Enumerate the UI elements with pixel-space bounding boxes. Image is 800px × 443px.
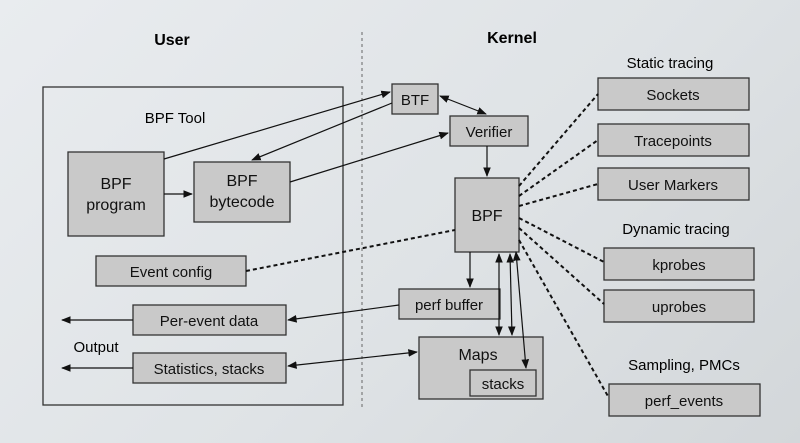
edge-bpf-maps-2 (506, 253, 516, 336)
kprobes-box: kprobes (603, 247, 755, 281)
uprobes-box: uprobes (603, 289, 755, 323)
bpf-tool-frame (42, 86, 344, 406)
bpf-bytecode-line2: bytecode (210, 194, 275, 211)
edge-bpf-stacks (512, 251, 530, 369)
dash-event-config-to-bpf (245, 229, 456, 272)
dash-bpf-to-tracepoints (518, 139, 599, 197)
output-label: Output (73, 339, 119, 356)
kernel-header: Kernel (487, 30, 537, 47)
btf-text: BTF (401, 92, 429, 109)
event-config-box: Event config (95, 255, 247, 287)
dash-bpf-to-kprobes (518, 217, 605, 263)
maps-text: Maps (458, 347, 497, 364)
tracepoints-box: Tracepoints (597, 123, 750, 157)
edge-btf-to-bytecode (251, 102, 393, 161)
btf-box: BTF (391, 83, 439, 115)
event-config-text: Event config (130, 264, 213, 281)
kprobes-text: kprobes (652, 257, 705, 274)
perf-events-box: perf_events (608, 383, 761, 417)
edge-perf-buffer-to-per-event (287, 304, 400, 323)
dynamic-tracing-label: Dynamic tracing (622, 221, 730, 238)
bpf-kernel-text: BPF (471, 208, 502, 225)
per-event-data-box: Per-event data (132, 304, 287, 336)
bpf-program-line2: program (86, 197, 146, 214)
perf-buffer-text: perf buffer (415, 297, 483, 314)
bpf-bytecode-box: BPF bytecode (193, 161, 291, 223)
user-markers-text: User Markers (628, 177, 718, 194)
sampling-pmcs-label: Sampling, PMCs (628, 357, 740, 374)
stacks-text: stacks (482, 376, 525, 393)
verifier-box: Verifier (449, 115, 529, 147)
edge-bytecode-to-verifier (289, 131, 449, 183)
stacks-box: stacks (469, 369, 537, 397)
dash-bpf-to-perf-events (518, 239, 610, 399)
statistics-stacks-text: Statistics, stacks (154, 361, 265, 378)
edge-btf-verifier (439, 95, 487, 115)
static-tracing-label: Static tracing (627, 55, 714, 72)
bpf-program-box: BPF program (67, 151, 165, 237)
bpf-tool-label: BPF Tool (145, 110, 206, 127)
verifier-text: Verifier (466, 124, 513, 141)
perf-events-text: perf_events (645, 393, 723, 410)
user-markers-box: User Markers (597, 167, 750, 201)
per-event-data-text: Per-event data (160, 313, 259, 330)
statistics-stacks-box: Statistics, stacks (132, 352, 287, 384)
sockets-text: Sockets (646, 87, 699, 104)
bpf-program-line1: BPF (100, 176, 131, 193)
uprobes-text: uprobes (652, 299, 706, 316)
bpf-kernel-box: BPF (454, 177, 520, 253)
dash-bpf-to-uprobes (518, 227, 605, 305)
dash-bpf-to-sockets (518, 93, 599, 187)
edge-maps-stats (287, 349, 418, 369)
user-header: User (154, 32, 190, 49)
sockets-box: Sockets (597, 77, 750, 111)
edge-program-to-btf (163, 90, 391, 160)
tracepoints-text: Tracepoints (634, 133, 712, 150)
bpf-bytecode-line1: BPF (226, 173, 257, 190)
perf-buffer-box: perf buffer (398, 288, 501, 320)
